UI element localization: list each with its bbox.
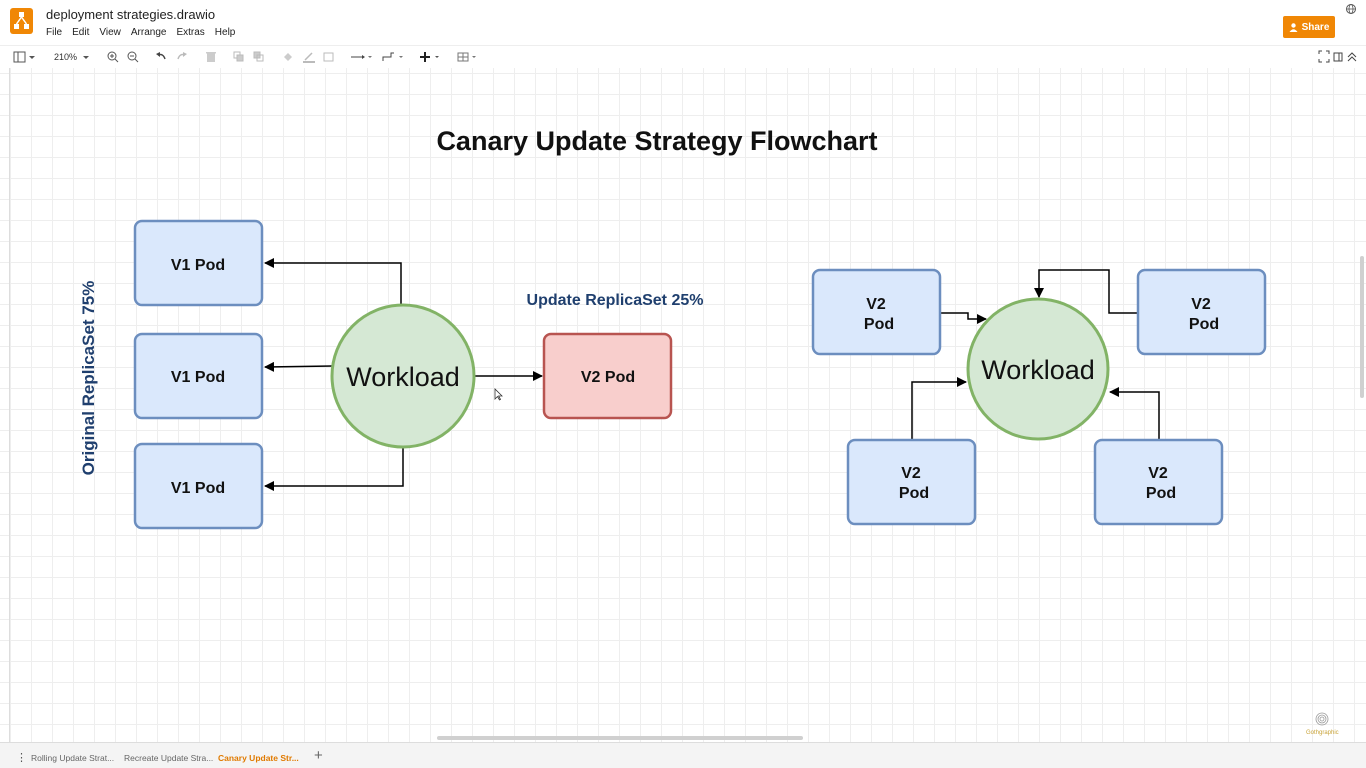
- v2-pod-line1: V2: [866, 296, 886, 313]
- tab-canary-update[interactable]: Canary Update Str...: [218, 753, 299, 763]
- v2-pod-line2: Pod: [899, 485, 929, 502]
- zoom-in-icon[interactable]: [107, 50, 119, 64]
- diagram-title: Canary Update Strategy Flowchart: [436, 126, 877, 156]
- vertical-scrollbar[interactable]: [1360, 256, 1364, 398]
- title-bar: deployment strategies.drawio File Edit V…: [0, 0, 1366, 44]
- menu-extras[interactable]: Extras: [176, 27, 205, 38]
- mouse-cursor-icon: [494, 388, 503, 401]
- edge-v2-pod-to-workload-1[interactable]: [941, 312, 987, 324]
- pages-menu-icon[interactable]: ⋮: [16, 752, 27, 764]
- collapse-up-icon[interactable]: [1347, 50, 1357, 64]
- v1-pod-label: V1 Pod: [171, 257, 225, 274]
- delete-icon[interactable]: [205, 50, 217, 64]
- v2-pod-canary-node[interactable]: V2 Pod: [542, 332, 673, 420]
- v2-pod-node[interactable]: V2 Pod: [1136, 268, 1267, 356]
- horizontal-scrollbar[interactable]: [437, 736, 803, 740]
- language-globe-icon[interactable]: [1345, 3, 1357, 15]
- v1-pod-node[interactable]: V1 Pod: [133, 219, 264, 307]
- v2-pod-line2: Pod: [864, 316, 894, 333]
- user-icon: [1289, 22, 1298, 32]
- share-button[interactable]: Share: [1283, 16, 1335, 38]
- page-tabs-bar: ⋮ Rolling Update Strat... Recreate Updat…: [0, 742, 1366, 768]
- workload-label: Workload: [346, 362, 460, 392]
- update-replicaset-label: Update ReplicaSet 25%: [527, 292, 704, 309]
- workload-label: Workload: [981, 355, 1095, 385]
- menu-bar: File Edit View Arrange Extras Help: [46, 27, 235, 41]
- add-page-icon[interactable]: +: [314, 747, 323, 764]
- table-icon[interactable]: [456, 50, 480, 64]
- watermark-logo: Gothgraphic: [1306, 712, 1339, 736]
- to-front-icon[interactable]: [233, 50, 245, 64]
- toolbar: 210%: [0, 45, 1366, 69]
- v2-pod-line2: Pod: [1146, 485, 1176, 502]
- insert-plus-icon[interactable]: [418, 50, 442, 64]
- share-label: Share: [1301, 21, 1330, 33]
- v1-pod-node[interactable]: V1 Pod: [133, 332, 264, 420]
- shadow-icon[interactable]: [323, 50, 335, 64]
- v1-pod-label: V1 Pod: [171, 369, 225, 386]
- redo-icon[interactable]: [176, 50, 188, 64]
- document-title[interactable]: deployment strategies.drawio: [46, 7, 216, 22]
- v2-pod-node[interactable]: V2 Pod: [811, 268, 942, 356]
- edge-workload-to-v1-pod-2[interactable]: [264, 361, 334, 372]
- menu-edit[interactable]: Edit: [72, 27, 90, 38]
- zoom-out-icon[interactable]: [127, 50, 139, 64]
- canary-flowchart: Canary Update Strategy Flowchart Origina…: [79, 126, 1267, 530]
- menu-file[interactable]: File: [46, 27, 63, 38]
- v1-pod-label: V1 Pod: [171, 480, 225, 497]
- sidebar-edge: [9, 68, 10, 742]
- waypoints-icon[interactable]: [381, 50, 405, 64]
- drawio-logo-icon[interactable]: [10, 8, 33, 34]
- v2-pod-label: V2 Pod: [581, 369, 635, 386]
- v2-pod-node[interactable]: V2 Pod: [1093, 438, 1224, 526]
- edge-v2-pod-to-workload-2[interactable]: [1034, 269, 1138, 314]
- to-back-icon[interactable]: [253, 50, 265, 64]
- v2-pod-line2: Pod: [1189, 316, 1219, 333]
- original-replicaset-label: Original ReplicaSet 75%: [79, 281, 98, 476]
- v2-pod-line1: V2: [901, 465, 921, 482]
- v1-pod-node[interactable]: V1 Pod: [133, 442, 264, 530]
- fill-color-icon[interactable]: [282, 50, 294, 64]
- fingerprint-icon: [1315, 712, 1329, 726]
- menu-view[interactable]: View: [99, 27, 121, 38]
- tab-recreate-update[interactable]: Recreate Update Stra...: [124, 753, 214, 763]
- tab-rolling-update[interactable]: Rolling Update Strat...: [31, 753, 115, 763]
- connection-style-icon[interactable]: [350, 50, 374, 64]
- line-color-icon[interactable]: [302, 50, 316, 64]
- watermark-text: Gothgraphic: [1306, 730, 1339, 736]
- v2-pod-line1: V2: [1148, 465, 1168, 482]
- format-panel-icon[interactable]: [1333, 50, 1343, 64]
- workload-node[interactable]: Workload: [330, 303, 476, 449]
- v2-pod-node[interactable]: V2 Pod: [846, 438, 977, 526]
- undo-icon[interactable]: [155, 50, 167, 64]
- menu-help[interactable]: Help: [214, 27, 236, 38]
- chevron-down-icon[interactable]: [82, 50, 90, 64]
- edge-workload-to-v1-pod-1[interactable]: [264, 258, 402, 305]
- edge-v2-pod-to-workload-3[interactable]: [911, 377, 967, 440]
- edge-workload-to-v1-pod-3[interactable]: [264, 447, 404, 491]
- format-panel-toggle-icon[interactable]: [13, 50, 37, 64]
- workload-node[interactable]: Workload: [966, 297, 1110, 441]
- zoom-level[interactable]: 210%: [54, 52, 78, 62]
- v2-pod-line1: V2: [1191, 296, 1211, 313]
- fullscreen-icon[interactable]: [1318, 50, 1330, 64]
- menu-arrange[interactable]: Arrange: [130, 27, 167, 38]
- edge-v2-pod-to-workload-4[interactable]: [1109, 387, 1160, 440]
